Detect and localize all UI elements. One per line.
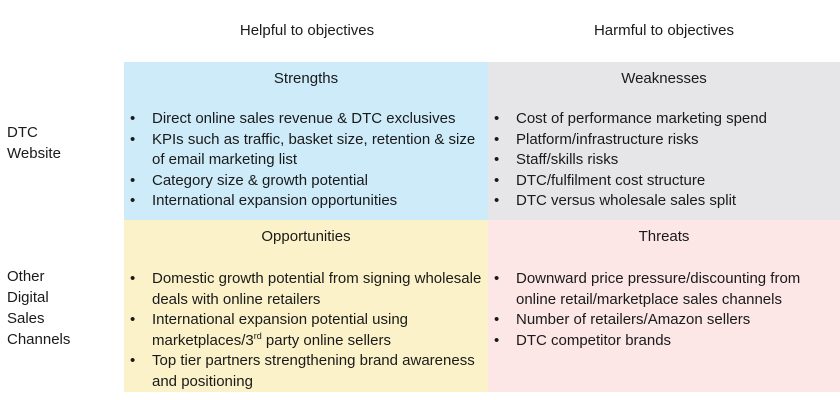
row-label-line: Digital xyxy=(7,289,49,306)
threats-list: Downward price pressure/discounting from… xyxy=(488,269,840,351)
list-item: Number of retailers/Amazon sellers xyxy=(494,310,834,331)
ordinal-superscript: rd xyxy=(253,330,262,341)
list-item: DTC competitor brands xyxy=(494,331,834,352)
threats-quadrant: Threats Downward price pressure/discount… xyxy=(488,220,840,392)
row-label-other-digital-sales-channels: Other Digital Sales Channels xyxy=(7,266,70,350)
row-label-line: Channels xyxy=(7,331,71,348)
list-item: Cost of performance marketing spend xyxy=(494,109,834,130)
strengths-title: Strengths xyxy=(273,70,339,87)
strengths-list: Direct online sales revenue & DTC exclus… xyxy=(124,109,488,212)
list-item: DTC/fulfilment cost structure xyxy=(494,171,834,192)
row-label-line: Sales xyxy=(7,310,45,327)
helpful-column-header: Helpful to objectives xyxy=(239,22,375,39)
list-item: Top tier partners strengthening brand aw… xyxy=(130,351,482,392)
threats-title: Threats xyxy=(638,228,690,245)
row-label-line: DTC xyxy=(7,124,38,141)
weaknesses-quadrant: Weaknesses Cost of performance marketing… xyxy=(488,62,840,220)
list-item-text: party online sellers xyxy=(261,331,391,349)
list-item: International expansion opportunities xyxy=(130,191,482,212)
harmful-column-header: Harmful to objectives xyxy=(593,22,735,39)
list-item: Downward price pressure/discounting from… xyxy=(494,269,834,310)
opportunities-quadrant: Opportunities Domestic growth potential … xyxy=(124,220,488,392)
list-item: Platform/infrastructure risks xyxy=(494,130,834,151)
row-label-line: Other xyxy=(7,268,45,285)
row-label-line: Website xyxy=(7,145,61,162)
list-item: DTC versus wholesale sales split xyxy=(494,191,834,212)
list-item: Domestic growth potential from signing w… xyxy=(130,269,482,310)
list-item-text: International expansion potential using … xyxy=(152,311,409,349)
opportunities-list: Domestic growth potential from signing w… xyxy=(124,269,488,392)
strengths-quadrant: Strengths Direct online sales revenue & … xyxy=(124,62,488,220)
list-item: International expansion potential using … xyxy=(130,310,482,351)
opportunities-title: Opportunities xyxy=(261,228,351,245)
list-item: Direct online sales revenue & DTC exclus… xyxy=(130,109,482,130)
list-item: Staff/skills risks xyxy=(494,150,834,171)
list-item: Category size & growth potential xyxy=(130,171,482,192)
row-label-dtc-website: DTC Website xyxy=(7,122,61,164)
weaknesses-list: Cost of performance marketing spend Plat… xyxy=(488,109,840,212)
list-item: KPIs such as traffic, basket size, reten… xyxy=(130,130,482,171)
weaknesses-title: Weaknesses xyxy=(621,70,707,87)
